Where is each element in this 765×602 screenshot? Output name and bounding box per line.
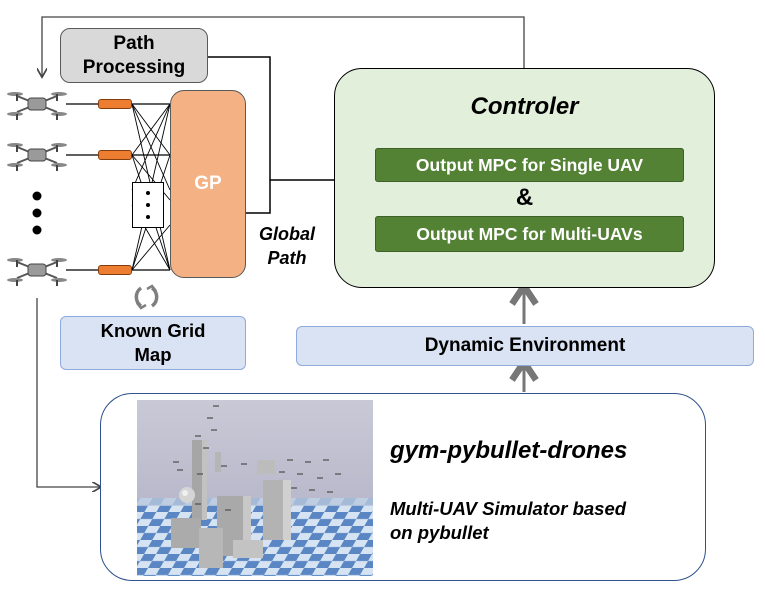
cycle-icon [134, 284, 159, 310]
simulator-subtitle: Multi-UAV Simulator based on pybullet [390, 497, 626, 545]
drone-icon-1 [7, 92, 67, 120]
simulator-subtitle-1: Multi-UAV Simulator based [390, 498, 627, 519]
gp-to-controller-line [246, 180, 271, 214]
known-grid-map-box: Known Grid Map [60, 316, 246, 370]
drone-icon-2 [7, 143, 67, 171]
feedback-arrow [42, 16, 525, 76]
controller-panel: Controler Output MPC for Single UAV & Ou… [334, 68, 715, 288]
drones-to-sim-arrow [36, 298, 100, 487]
mpc-single-uav-block: Output MPC for Single UAV [375, 148, 684, 182]
known-grid-map-label-1: Known Grid [100, 320, 206, 341]
gp-label: GP [194, 173, 222, 194]
hidden-layer-ellipsis [132, 182, 164, 228]
global-path-label: Global Path [249, 222, 325, 270]
drone-icon-3 [7, 258, 67, 286]
path-processing-box: Path Processing [60, 28, 208, 83]
dynamic-environment-box: Dynamic Environment [296, 326, 754, 366]
simulator-subtitle-2: on pybullet [390, 522, 489, 543]
ampersand-label: & [515, 184, 534, 211]
dynamic-environment-label: Dynamic Environment [424, 335, 626, 356]
global-path-line-2: Path [267, 248, 307, 268]
path-processing-label-1: Path [113, 32, 155, 54]
path-processing-label-2: Processing [82, 56, 186, 78]
global-path-line-1: Global [258, 224, 315, 244]
drone-links [66, 103, 98, 271]
simulator-scene-image [137, 400, 373, 576]
known-grid-map-label-2: Map [134, 344, 172, 365]
drone-ellipsis-dots [32, 191, 42, 235]
simulator-panel: gym-pybullet-drones Multi-UAV Simulator … [100, 393, 706, 581]
encoder-links [132, 103, 170, 271]
gp-block: GP [170, 90, 246, 278]
mpc-multi-uav-block: Output MPC for Multi-UAVs [375, 216, 684, 252]
encoder-block-2 [98, 150, 132, 160]
path-to-controller-line [208, 56, 334, 181]
encoder-block-1 [98, 99, 132, 109]
simulator-title: gym-pybullet-drones [390, 437, 628, 464]
encoder-block-3 [98, 265, 132, 275]
controller-title: Controler [470, 93, 579, 120]
